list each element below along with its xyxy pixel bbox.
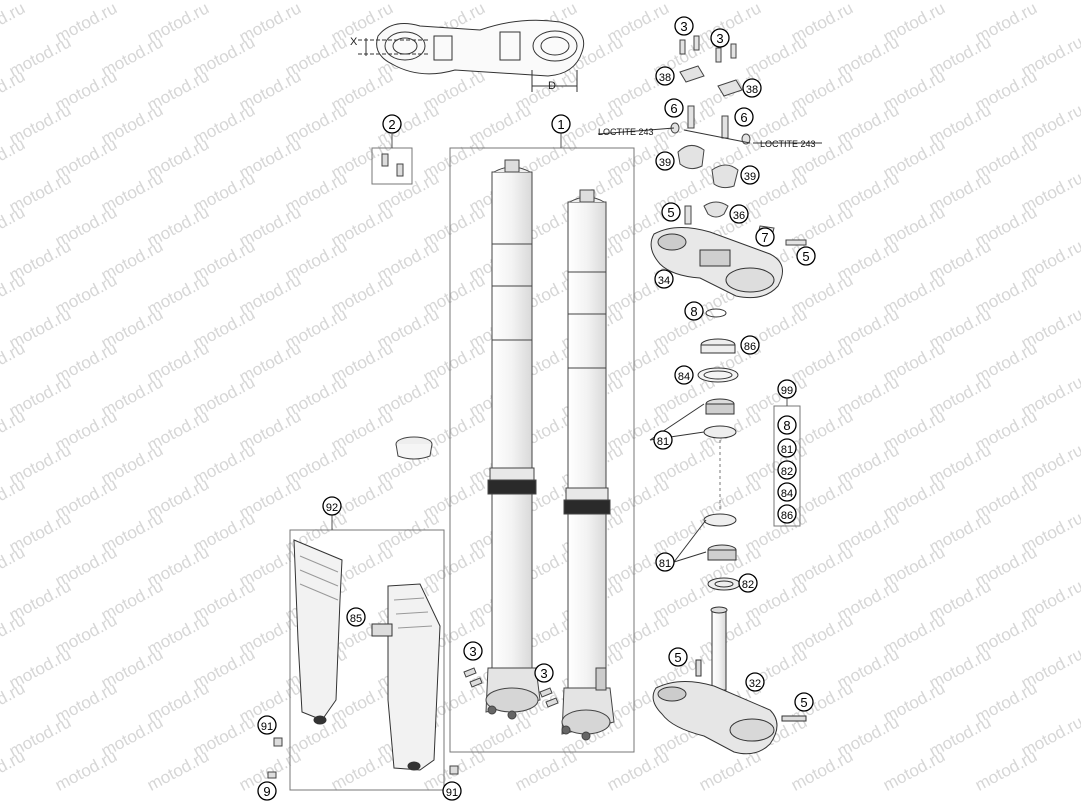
svg-text:8: 8 — [783, 418, 790, 433]
svg-text:3: 3 — [716, 31, 723, 46]
svg-text:3: 3 — [540, 666, 547, 681]
svg-text:81: 81 — [659, 558, 671, 570]
callout-85: 85 — [346, 607, 366, 627]
svg-text:39: 39 — [744, 171, 756, 183]
callout-82: 82 — [738, 573, 758, 593]
callout-5: 5 — [794, 692, 814, 712]
svg-text:5: 5 — [674, 650, 681, 665]
callout-3: 3 — [710, 28, 730, 48]
svg-text:82: 82 — [742, 579, 754, 591]
callout-1: 1 — [551, 114, 571, 134]
callout-8: 8 — [777, 415, 797, 435]
callout-38: 38 — [742, 78, 762, 98]
svg-text:1: 1 — [557, 117, 564, 132]
svg-text:92: 92 — [326, 502, 338, 514]
svg-text:6: 6 — [740, 110, 747, 125]
callout-6: 6 — [664, 98, 684, 118]
callout-81: 81 — [653, 430, 673, 450]
svg-text:91: 91 — [261, 721, 273, 733]
svg-text:5: 5 — [800, 695, 807, 710]
callout-32: 32 — [745, 672, 765, 692]
svg-text:39: 39 — [659, 157, 671, 169]
callout-3: 3 — [674, 16, 694, 36]
callout-8: 8 — [684, 301, 704, 321]
svg-text:84: 84 — [678, 371, 690, 383]
svg-text:6: 6 — [670, 101, 677, 116]
callout-36: 36 — [729, 204, 749, 224]
triple-clamp-top-view — [358, 19, 585, 92]
callout-9: 9 — [257, 781, 277, 801]
svg-text:2: 2 — [388, 117, 395, 132]
callout-3: 3 — [463, 641, 483, 661]
loctite-label-right: LOCTITE 243 — [760, 139, 816, 149]
callout-82: 82 — [777, 460, 797, 480]
svg-text:86: 86 — [744, 341, 756, 353]
callout-81: 81 — [655, 552, 675, 572]
svg-text:91: 91 — [446, 787, 458, 799]
svg-text:3: 3 — [469, 644, 476, 659]
callout-5: 5 — [661, 202, 681, 222]
loctite-label-left: LOCTITE 243 — [598, 127, 654, 137]
callout-91: 91 — [442, 781, 462, 801]
callout-84: 84 — [674, 365, 694, 385]
callout-5: 5 — [668, 647, 688, 667]
svg-text:8: 8 — [690, 304, 697, 319]
fork-leg-right — [561, 189, 615, 741]
svg-text:5: 5 — [667, 205, 674, 220]
svg-text:99: 99 — [781, 385, 793, 397]
svg-text:3: 3 — [680, 19, 687, 34]
svg-text:5: 5 — [802, 249, 809, 264]
callout-5: 5 — [796, 246, 816, 266]
callout-81: 81 — [777, 438, 797, 458]
callout-3: 3 — [534, 663, 554, 683]
air-bleed-screws — [381, 153, 404, 177]
svg-text:38: 38 — [746, 84, 758, 96]
callout-38: 38 — [655, 66, 675, 86]
part-2-frame — [371, 147, 413, 185]
fork-guard-right — [371, 583, 441, 771]
bottom-triple-clamp — [652, 606, 807, 755]
guard-screws — [267, 737, 459, 779]
callout-34: 34 — [654, 269, 674, 289]
callout-39: 39 — [655, 151, 675, 171]
steering-bearing-stack — [697, 308, 741, 591]
callout-91: 91 — [257, 715, 277, 735]
callout-86: 86 — [777, 504, 797, 524]
clamp-ring-part — [395, 436, 433, 460]
svg-text:34: 34 — [658, 275, 670, 287]
fork-leg-left — [485, 159, 541, 720]
svg-text:82: 82 — [781, 466, 793, 478]
svg-text:85: 85 — [350, 613, 362, 625]
callout-99: 99 — [777, 379, 797, 399]
callout-84: 84 — [777, 482, 797, 502]
svg-text:81: 81 — [657, 436, 669, 448]
callout-6: 6 — [734, 107, 754, 127]
fork-group-frame — [449, 147, 635, 753]
svg-text:86: 86 — [781, 510, 793, 522]
dimension-d-label: D — [548, 80, 556, 92]
callout-92: 92 — [322, 496, 342, 516]
callout-86: 86 — [740, 335, 760, 355]
fork-foot-screws — [463, 667, 559, 708]
callout-2: 2 — [382, 114, 402, 134]
dimension-x-label: X — [350, 36, 358, 48]
top-triple-clamp — [650, 227, 783, 299]
svg-text:36: 36 — [733, 210, 745, 222]
fork-guard-left — [293, 539, 343, 725]
svg-text:81: 81 — [781, 444, 793, 456]
svg-text:32: 32 — [749, 678, 761, 690]
svg-text:84: 84 — [781, 488, 793, 500]
svg-text:9: 9 — [263, 784, 270, 799]
svg-text:7: 7 — [761, 230, 768, 245]
part-92-frame — [289, 529, 445, 791]
callout-39: 39 — [740, 165, 760, 185]
svg-text:38: 38 — [659, 72, 671, 84]
callout-7: 7 — [755, 227, 775, 247]
